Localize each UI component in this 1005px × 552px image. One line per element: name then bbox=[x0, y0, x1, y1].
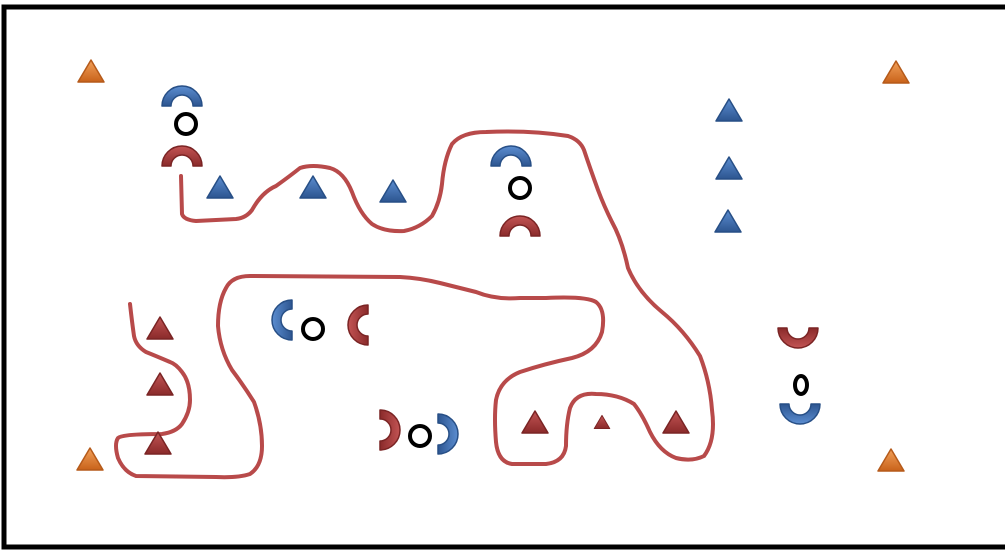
ball bbox=[174, 112, 198, 136]
field-border bbox=[1, 4, 1005, 550]
ball bbox=[508, 176, 532, 200]
ball bbox=[793, 374, 809, 396]
upper-route-path bbox=[114, 129, 715, 480]
ball bbox=[408, 424, 432, 448]
ball bbox=[301, 317, 325, 341]
